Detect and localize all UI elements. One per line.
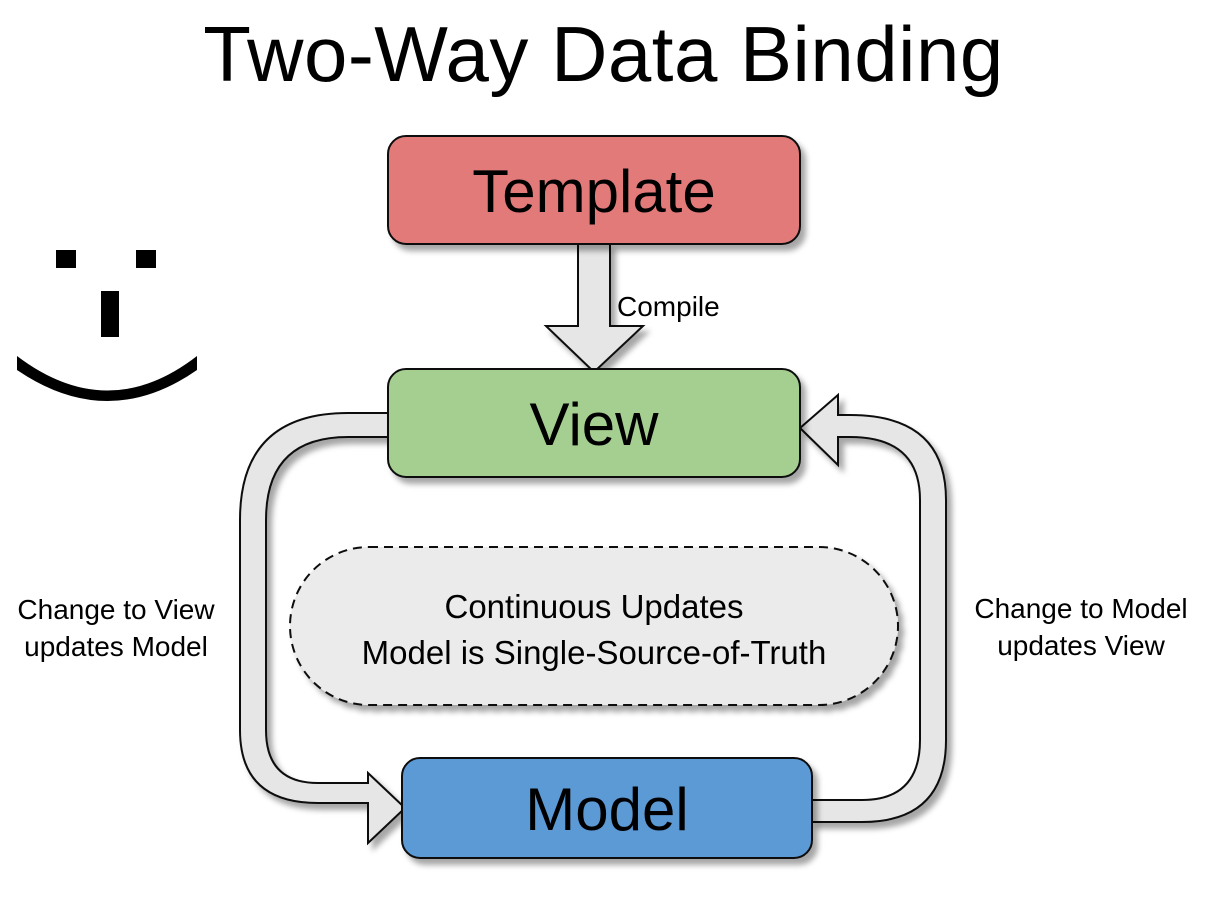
view-to-model-arrow bbox=[239, 412, 407, 846]
center-note-line1: Continuous Updates bbox=[444, 588, 743, 625]
view-node-label: View bbox=[530, 391, 660, 458]
view-node bbox=[387, 368, 801, 478]
center-note-line2: Model is Single-Source-of-Truth bbox=[362, 634, 827, 671]
template-node bbox=[387, 135, 801, 245]
template-node-label: Template bbox=[472, 158, 715, 225]
compile-arrow bbox=[543, 243, 646, 374]
model-to-view-caption-line1: Change to Model bbox=[974, 593, 1188, 624]
center-note bbox=[289, 546, 899, 706]
model-to-view-caption-line2: updates View bbox=[997, 630, 1165, 661]
view-to-model-caption: Change to View updates Model bbox=[0, 591, 232, 665]
model-node-label: Model bbox=[525, 776, 688, 843]
view-to-model-caption-line2: updates Model bbox=[24, 631, 208, 662]
model-to-view-arrow bbox=[798, 392, 947, 823]
model-to-view-caption: Change to Model updates View bbox=[955, 590, 1207, 664]
view-to-model-caption-line1: Change to View bbox=[17, 594, 215, 625]
smiley-face-icon bbox=[17, 250, 197, 401]
page-title: Two-Way Data Binding bbox=[203, 10, 1004, 98]
compile-label: Compile bbox=[617, 291, 720, 322]
model-node bbox=[401, 757, 813, 859]
